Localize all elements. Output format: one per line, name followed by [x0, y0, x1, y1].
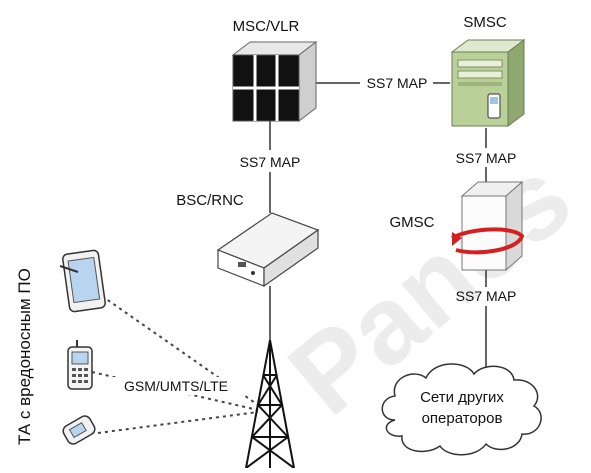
link-label-gmsc-cloud: SS7 MAP: [456, 288, 517, 304]
radio-line-flip-phone: [97, 411, 259, 434]
operators-cloud: Сети других операторов: [381, 363, 542, 456]
bsc-rnc-icon: [216, 212, 320, 288]
cloud-label-line1: Сети других: [420, 389, 504, 406]
flip-phone-icon: [62, 415, 96, 445]
smsc-label: SMSC: [463, 14, 507, 31]
links: [269, 82, 487, 370]
mobile-phone-icon: [67, 340, 93, 390]
side-label-infected-devices: ТА с вредоносным ПО: [15, 268, 34, 445]
gmsc-label: GMSC: [390, 214, 435, 231]
radio-label: GSM/UMTS/LTE: [124, 378, 228, 394]
tablet-icon: [59, 249, 106, 313]
link-label-msc-smsc: SS7 MAP: [367, 75, 428, 91]
msc-vlr-label: MSC/VLR: [233, 18, 300, 35]
gmsc-icon: [451, 180, 525, 272]
cloud-label-line2: операторов: [422, 410, 503, 427]
link-label-smsc-gmsc: SS7 MAP: [456, 150, 517, 166]
bsc-rnc-label: BSC/RNC: [176, 192, 244, 209]
radio-label-bg: [106, 377, 246, 395]
link-label-msc-bsc: SS7 MAP: [240, 154, 301, 170]
radio-links: [91, 295, 259, 434]
msc-vlr-icon: [231, 40, 318, 123]
smsc-icon: [450, 39, 526, 127]
radio-tower-icon: [245, 339, 295, 469]
